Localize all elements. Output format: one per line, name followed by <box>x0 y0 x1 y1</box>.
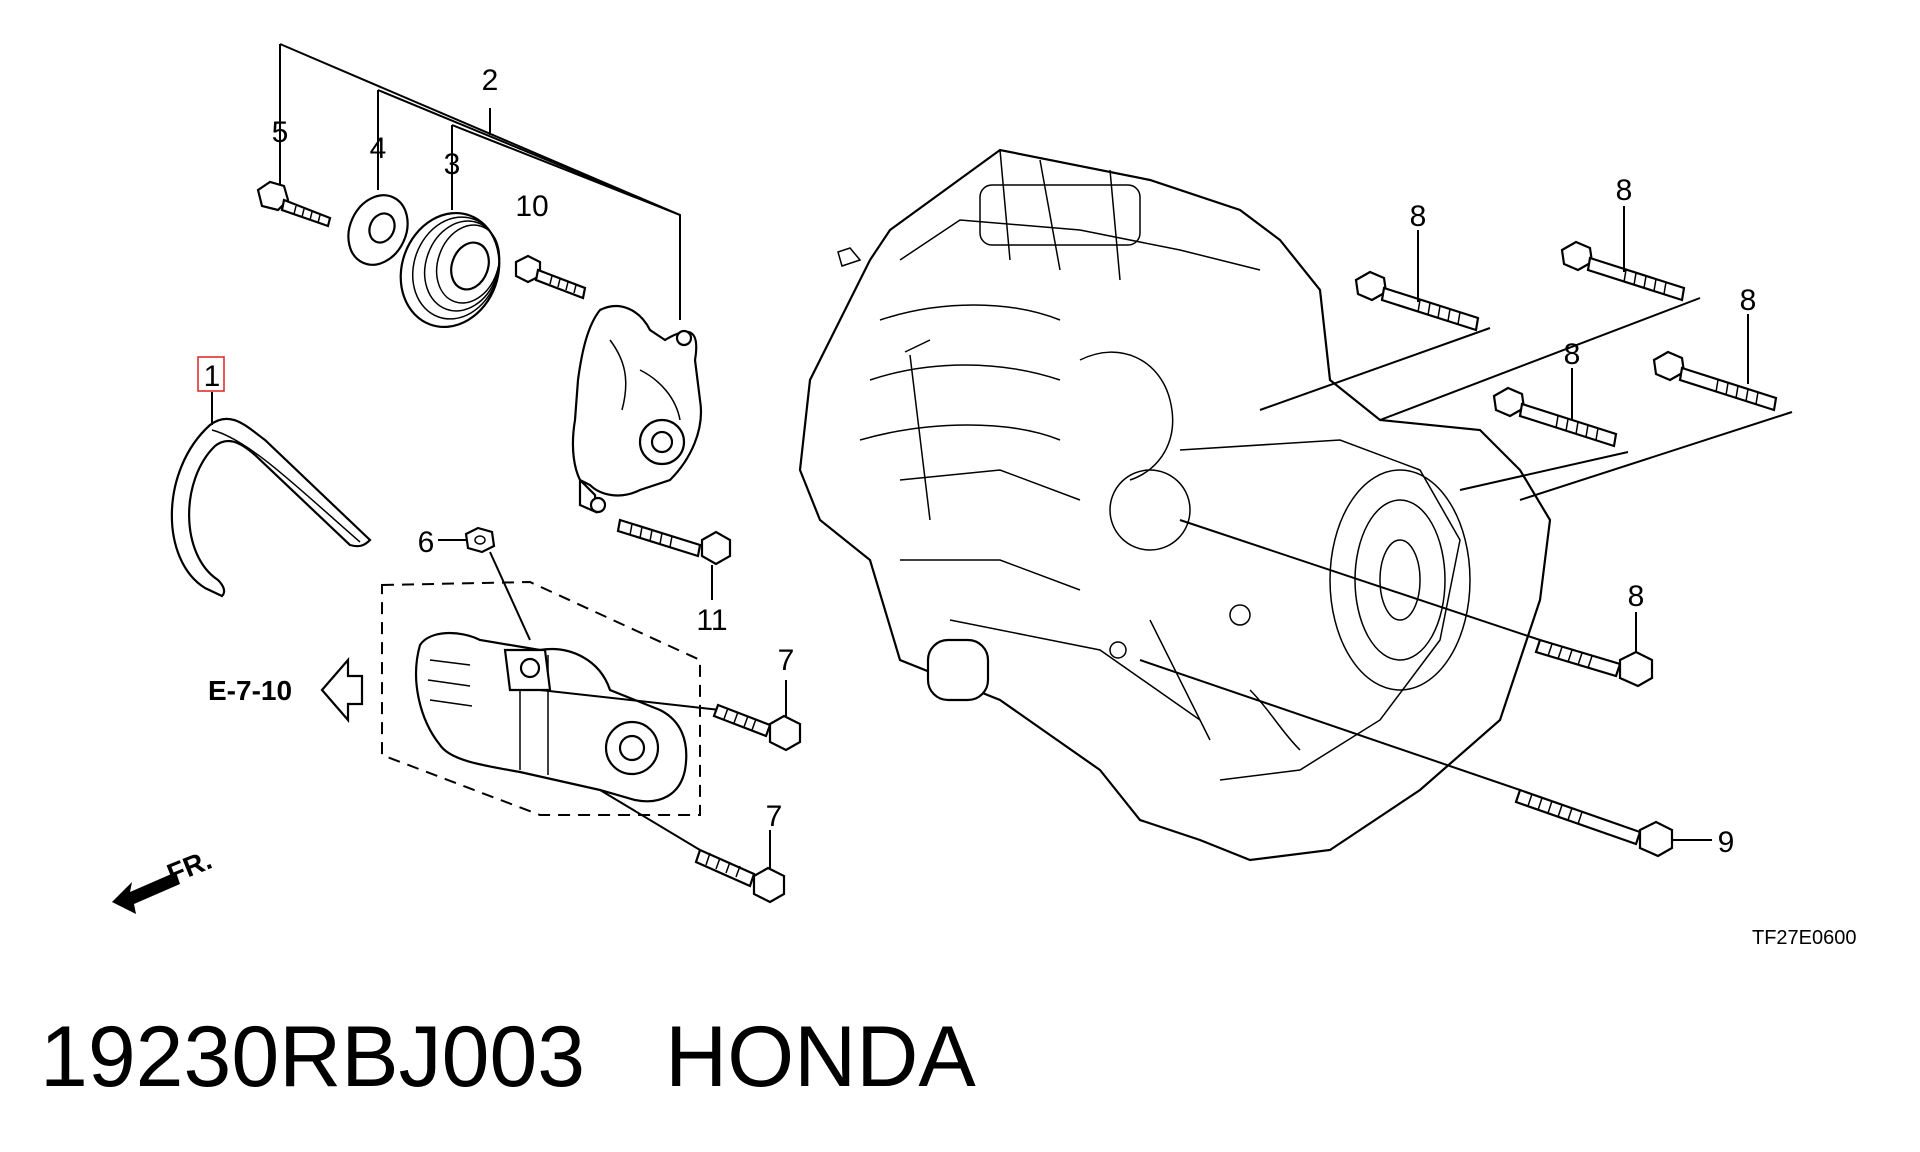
callout-9: 9 <box>1718 826 1735 859</box>
starter-motor[interactable] <box>381 580 701 816</box>
flange-bolt-10[interactable] <box>514 254 587 300</box>
callout-8-e: 8 <box>1628 580 1645 613</box>
diagram-code: TF27E0600 <box>1752 927 1857 949</box>
callout-10: 10 <box>515 190 548 223</box>
part-title: 19230RBJ003 HONDA <box>40 1008 976 1107</box>
flange-bolt-8-e[interactable] <box>1179 519 1654 688</box>
callout-8-b: 8 <box>1616 174 1633 207</box>
flange-bolt-9[interactable] <box>1139 659 1712 858</box>
callout-2: 2 <box>482 64 499 97</box>
engine-transmission-assembly <box>798 148 1552 862</box>
callout-1[interactable]: 1 <box>204 360 221 393</box>
nut-6[interactable] <box>438 526 531 641</box>
flange-bolt-5[interactable] <box>256 180 332 228</box>
callout-7-upper: 7 <box>778 644 795 677</box>
flange-bolt-7-upper[interactable] <box>539 680 802 752</box>
section-ref-arrow-icon[interactable] <box>320 657 364 723</box>
brand-name: HONDA <box>665 1009 976 1105</box>
callout-5: 5 <box>272 116 289 149</box>
front-direction-arrow-icon <box>112 872 180 914</box>
belt-tensioner-body[interactable] <box>571 305 703 514</box>
callout-6: 6 <box>418 526 435 559</box>
idler-pulley-3[interactable] <box>385 199 515 341</box>
callout-8-a: 8 <box>1410 200 1427 233</box>
section-ref-label[interactable]: E-7-10 <box>208 675 292 706</box>
flange-bolt-11[interactable] <box>616 518 732 600</box>
flange-bolt-8-a[interactable] <box>1259 230 1491 411</box>
callout-7-lower: 7 <box>766 800 783 833</box>
direction-label: FR. <box>163 844 216 890</box>
flange-bolt-7-lower[interactable] <box>599 789 786 904</box>
callout-8-d: 8 <box>1564 338 1581 371</box>
callout-3: 3 <box>444 148 461 181</box>
flange-bolt-8-d[interactable] <box>1459 368 1629 491</box>
callout-11: 11 <box>696 604 727 637</box>
washer-4[interactable] <box>337 186 418 275</box>
drive-belt-1[interactable] <box>170 417 372 598</box>
callout-4: 4 <box>370 132 387 165</box>
callout-1-highlight-box <box>197 356 225 392</box>
tensioner-leader-lines <box>279 43 681 320</box>
callout-8-c: 8 <box>1740 284 1757 317</box>
flange-bolt-8-c[interactable] <box>1519 314 1793 501</box>
part-number: 19230RBJ003 <box>40 1009 586 1105</box>
flange-bolt-8-b[interactable] <box>1379 206 1701 421</box>
